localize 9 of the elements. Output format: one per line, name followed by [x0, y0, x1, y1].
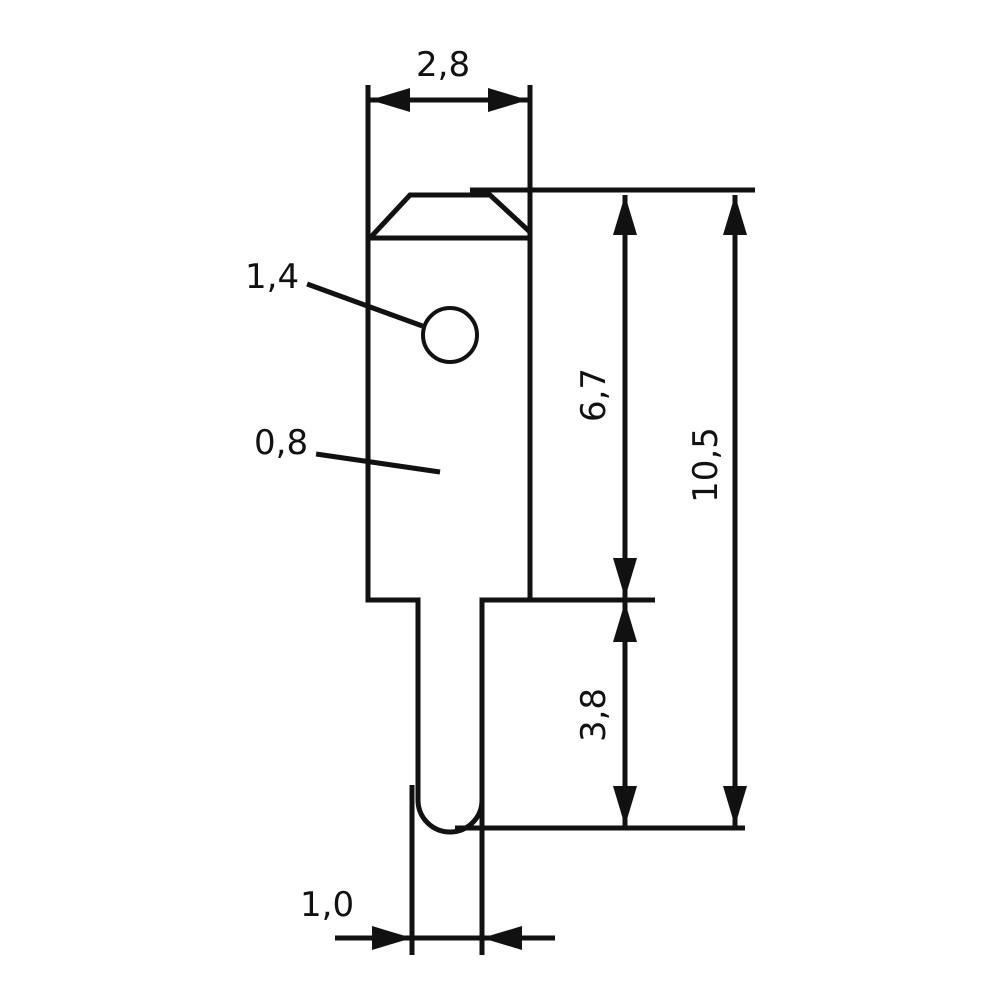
- leader-line: [316, 452, 440, 474]
- dimension-label: 3,8: [575, 688, 614, 742]
- dimension-label: 6,7: [575, 368, 614, 422]
- dimension-label: 1,0: [300, 886, 354, 924]
- dimension-label: 10,5: [686, 427, 725, 503]
- leader-line: [306, 282, 424, 328]
- dimension-label: 1,4: [245, 258, 300, 296]
- dimension-label: 0,8: [254, 424, 308, 462]
- dimension-label: 2,8: [416, 46, 470, 84]
